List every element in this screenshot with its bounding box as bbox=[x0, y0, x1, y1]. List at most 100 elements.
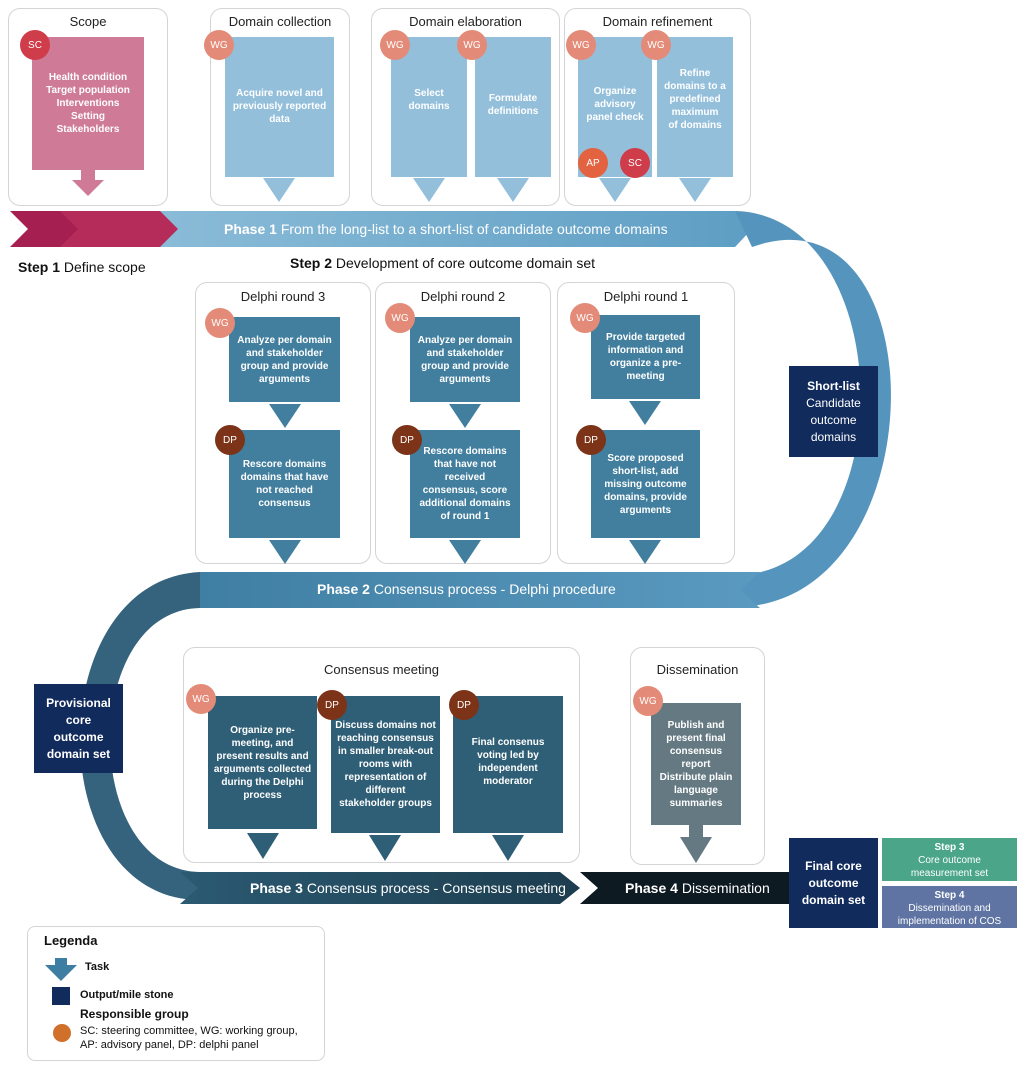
badge-wg: WG bbox=[380, 30, 410, 60]
badge-dp: DP bbox=[215, 425, 245, 455]
task-arrow-icon bbox=[599, 178, 631, 202]
legend-responsible-label: Responsible group bbox=[80, 1007, 189, 1021]
legend-abbreviations: SC: steering committee, WG: working grou… bbox=[80, 1025, 298, 1051]
badge-wg: WG bbox=[457, 30, 487, 60]
legend-responsible-icon bbox=[53, 1024, 71, 1042]
step1-chevron-2 bbox=[60, 211, 178, 247]
task-dissemination: Publish and present final consensus repo… bbox=[651, 703, 741, 825]
panel-title: Consensus meeting bbox=[324, 662, 439, 677]
task-d1-provide-info: Provide targeted information and organiz… bbox=[591, 315, 700, 399]
task-d2-rescore: Rescore domains that have not received c… bbox=[410, 430, 520, 538]
panel-title: Scope bbox=[69, 14, 107, 29]
phase4-description: Dissemination bbox=[677, 880, 770, 896]
task-arrow-icon bbox=[247, 833, 279, 859]
task-arrow-icon bbox=[269, 540, 301, 564]
step4-box: Step 4 Dissemination and implementation … bbox=[882, 886, 1017, 928]
panel-title: Delphi round 1 bbox=[603, 289, 689, 304]
badge-sc: SC bbox=[20, 30, 50, 60]
task-formulate-definitions: Formulate definitions bbox=[475, 37, 551, 177]
legend-task-label: Task bbox=[85, 961, 110, 973]
phase1-description: From the long-list to a short-list of ca… bbox=[276, 221, 668, 237]
step4-text: Dissemination and implementation of COS bbox=[897, 903, 1002, 927]
legend: Legenda Task Output/mile stone Responsib… bbox=[27, 926, 325, 1061]
step1-label: Step 1 Define scope bbox=[18, 259, 146, 275]
badge-wg: WG bbox=[633, 686, 663, 716]
task-cm-final-vote: Final consenus voting led by independent… bbox=[453, 696, 563, 833]
step1-description: Define scope bbox=[60, 259, 146, 275]
arrow-stem bbox=[81, 170, 95, 180]
task-arrow-icon bbox=[449, 540, 481, 564]
phase4-number: Phase 4 bbox=[625, 880, 678, 896]
panel-title: Delphi round 2 bbox=[420, 289, 506, 304]
step4-title: Step 4 bbox=[934, 890, 965, 901]
phase3-band bbox=[180, 872, 580, 904]
phase1-label: Phase 1 From the long-list to a short-li… bbox=[224, 221, 668, 237]
panel-title: Domain elaboration bbox=[409, 14, 522, 29]
badge-wg: WG bbox=[641, 30, 671, 60]
phase3-label: Phase 3 Consensus process - Consensus me… bbox=[250, 880, 566, 896]
step1-chevron-1 bbox=[10, 211, 80, 247]
badge-wg: WG bbox=[566, 30, 596, 60]
step3-box: Step 3 Core outcome measurement set bbox=[882, 838, 1017, 881]
phase1-number: Phase 1 bbox=[224, 221, 277, 237]
milestone-short-list: Short-list Candidate outcome domains bbox=[789, 366, 878, 457]
task-scope: Health condition Target population Inter… bbox=[32, 37, 144, 170]
phase4-label: Phase 4 Dissemination bbox=[625, 880, 770, 896]
left-curve bbox=[80, 572, 200, 900]
milestone-final: Final core outcome domain set bbox=[789, 838, 878, 928]
phase2-number: Phase 2 bbox=[317, 581, 370, 597]
arrow-stem bbox=[689, 825, 703, 837]
task-cm-organize: Organize pre- meeting, and present resul… bbox=[208, 696, 317, 829]
legend-title: Legenda bbox=[44, 933, 98, 948]
task-arrow-icon bbox=[269, 404, 301, 428]
phase4-band bbox=[580, 872, 790, 904]
milestone-short-list-title: Short-list bbox=[807, 378, 860, 393]
right-curve bbox=[735, 211, 891, 607]
badge-dp: DP bbox=[317, 690, 347, 720]
phase1-band bbox=[150, 211, 752, 247]
step2-description: Development of core outcome domain set bbox=[332, 255, 596, 271]
step3-title: Step 3 bbox=[934, 842, 965, 853]
legend-task-stem bbox=[55, 958, 67, 966]
task-arrow-icon bbox=[679, 178, 711, 202]
task-arrow-icon bbox=[263, 178, 295, 202]
task-d3-rescore: Rescore domains domains that have not re… bbox=[229, 430, 340, 538]
step3-text: Core outcome measurement set bbox=[910, 855, 989, 879]
milestone-provisional: Provisional core outcome domain set bbox=[34, 684, 123, 773]
panel-title: Dissemination bbox=[656, 662, 739, 677]
task-arrow-icon bbox=[497, 178, 529, 202]
legend-output-label: Output/mile stone bbox=[80, 989, 174, 1001]
panel-title: Domain refinement bbox=[602, 14, 713, 29]
panel-title: Domain collection bbox=[228, 14, 332, 29]
task-arrow-icon bbox=[369, 835, 401, 861]
task-acquire-data: Acquire novel and previously reported da… bbox=[225, 37, 334, 177]
task-arrow-icon bbox=[72, 180, 104, 196]
task-arrow-icon bbox=[413, 178, 445, 202]
task-cm-discuss: Discuss domains not reaching consensus i… bbox=[331, 696, 440, 833]
badge-wg: WG bbox=[385, 303, 415, 333]
panel-title: Delphi round 3 bbox=[240, 289, 326, 304]
phase2-label: Phase 2 Consensus process - Delphi proce… bbox=[317, 581, 616, 597]
task-arrow-icon bbox=[629, 401, 661, 425]
task-arrow-icon bbox=[629, 540, 661, 564]
legend-output-icon bbox=[52, 987, 70, 1005]
phase2-band bbox=[180, 572, 760, 608]
step1-number: Step 1 bbox=[18, 259, 61, 275]
phase3-description: Consensus process - Consensus meeting bbox=[302, 880, 566, 896]
task-d1-score: Score proposed short-list, add missing o… bbox=[591, 430, 700, 538]
badge-dp: DP bbox=[392, 425, 422, 455]
step2-label: Step 2 Development of core outcome domai… bbox=[290, 255, 595, 271]
legend-task-icon bbox=[45, 965, 77, 981]
badge-dp: DP bbox=[449, 690, 479, 720]
step2-number: Step 2 bbox=[290, 255, 333, 271]
task-d2-analyze: Analyze per domain and stakeholder group… bbox=[410, 317, 520, 402]
task-arrow-icon bbox=[680, 837, 712, 863]
badge-wg: WG bbox=[205, 308, 235, 338]
badge-wg: WG bbox=[204, 30, 234, 60]
badge-ap: AP bbox=[578, 148, 608, 178]
phase3-number: Phase 3 bbox=[250, 880, 303, 896]
badge-wg: WG bbox=[570, 303, 600, 333]
badge-dp: DP bbox=[576, 425, 606, 455]
milestone-short-list-text: Candidate outcome domains bbox=[806, 395, 861, 444]
